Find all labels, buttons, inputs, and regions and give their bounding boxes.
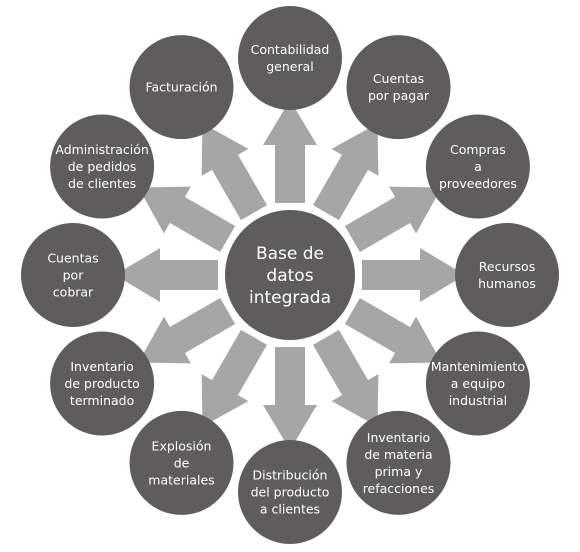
node-label-line: a equipo [451, 376, 505, 391]
node-administracion-pedidos: Administración de pedidos de clientes [50, 114, 155, 219]
arrow-to-contabilidad-general [263, 100, 317, 203]
node-label-line: por [63, 268, 85, 283]
center-circle [225, 210, 355, 340]
node-label: Distribución del producto a clientes [251, 468, 330, 517]
node-label-line: Distribución [253, 468, 328, 483]
node-circle [346, 35, 451, 140]
node-label-line: materiales [148, 472, 214, 487]
node-label-line: refacciones [363, 481, 435, 496]
node-label-line: cobrar [53, 285, 94, 300]
arrows-layer [115, 100, 465, 450]
node-label-line: Inventario [367, 430, 430, 445]
arrow-to-inventario-producto-terminado [138, 298, 236, 364]
node-label: Inventario de materia prima y refacciones [363, 430, 435, 496]
node-explosion-materiales: Explosión de materiales [129, 410, 234, 515]
node-circle [50, 114, 155, 219]
node-circle [129, 410, 234, 515]
arrow-to-mantenimiento-equipo-industrial [344, 298, 442, 364]
node-label: Inventario de producto terminado [64, 359, 139, 408]
node-label: Cuentas por cobrar [47, 251, 98, 300]
node-label-line: de materia [364, 447, 432, 462]
node-label-line: de pedidos [68, 159, 137, 174]
node-cuentas-por-pagar: Cuentas por pagar [346, 35, 451, 140]
node-label-line: Cuentas [47, 251, 98, 266]
node-label-line: del producto [251, 485, 330, 500]
node-mantenimiento-equipo-industrial: Mantenimiento a equipo industrial [425, 331, 530, 436]
node-circle [346, 410, 451, 515]
arrow-to-administracion-pedidos [138, 186, 236, 252]
node-circle [425, 114, 530, 219]
node-label-line: de [174, 455, 190, 470]
node-label-line: Facturación [145, 80, 217, 95]
node-distribucion-producto: Distribución del producto a clientes [238, 440, 342, 544]
node-circle [238, 6, 342, 110]
node-compras-a-proveedores: Compras a proveedores [425, 114, 530, 219]
arrow-to-cuentas-por-cobrar [115, 248, 218, 302]
node-label-line: Contabilidad [251, 42, 330, 57]
node-label-line: terminado [70, 393, 134, 408]
center-label-line: Base de [256, 244, 324, 264]
node-label-line: de producto [64, 376, 139, 391]
node-label: Explosión de materiales [148, 438, 214, 487]
node-label: Mantenimiento a equipo industrial [431, 359, 525, 408]
node-label-line: Cuentas [373, 71, 424, 86]
arrow-to-facturacion [201, 123, 267, 221]
arrow-to-recursos-humanos [362, 248, 465, 302]
arrow-to-inventario-materia-prima [313, 329, 379, 427]
node-inventario-materia-prima: Inventario de materia prima y refacciones [346, 410, 451, 515]
center-label-line: integrada [249, 288, 331, 308]
node-label-line: por pagar [368, 88, 430, 103]
node-circle [455, 223, 559, 327]
node-facturacion: Facturación [129, 35, 234, 140]
center-label-line: datos [266, 266, 313, 286]
node-label-line: humanos [478, 276, 536, 291]
node-label-line: Administración [55, 142, 148, 157]
node-label: Compras a proveedores [439, 142, 517, 191]
node-contabilidad-general: Contabilidad general [238, 6, 342, 110]
node-label-line: Recursos [479, 259, 535, 274]
node-circle [238, 440, 342, 544]
node-circle [425, 331, 530, 436]
node-label-line: Compras [450, 142, 506, 157]
node-label-line: Explosión [152, 438, 212, 453]
node-label-line: proveedores [439, 176, 517, 191]
node-circle [21, 223, 125, 327]
node-inventario-producto-terminado: Inventario de producto terminado [50, 331, 155, 436]
node-label-line: prima y [375, 464, 423, 479]
node-cuentas-por-cobrar: Cuentas por cobrar [21, 223, 125, 327]
node-label-line: a clientes [260, 502, 320, 517]
arrow-to-compras-a-proveedores [344, 186, 442, 252]
node-label-line: industrial [449, 393, 507, 408]
node-label: Facturación [145, 80, 217, 95]
node-circle [50, 331, 155, 436]
arrow-to-distribucion-producto [263, 347, 317, 450]
node-label-line: general [266, 59, 314, 74]
node-label-line: Inventario [70, 359, 133, 374]
node-label: Contabilidad general [251, 42, 330, 74]
node-label-line: de clientes [68, 176, 136, 191]
node-label: Recursos humanos [478, 259, 536, 291]
node-label: Cuentas por pagar [368, 71, 430, 103]
node-circle [129, 35, 234, 140]
node-label-line: a [474, 159, 482, 174]
arrow-to-cuentas-por-pagar [313, 123, 379, 221]
node-recursos-humanos: Recursos humanos [455, 223, 559, 327]
node-label: Administración de pedidos de clientes [55, 142, 148, 191]
node-label-line: Mantenimiento [431, 359, 525, 374]
arrow-to-explosion-materiales [201, 329, 267, 427]
